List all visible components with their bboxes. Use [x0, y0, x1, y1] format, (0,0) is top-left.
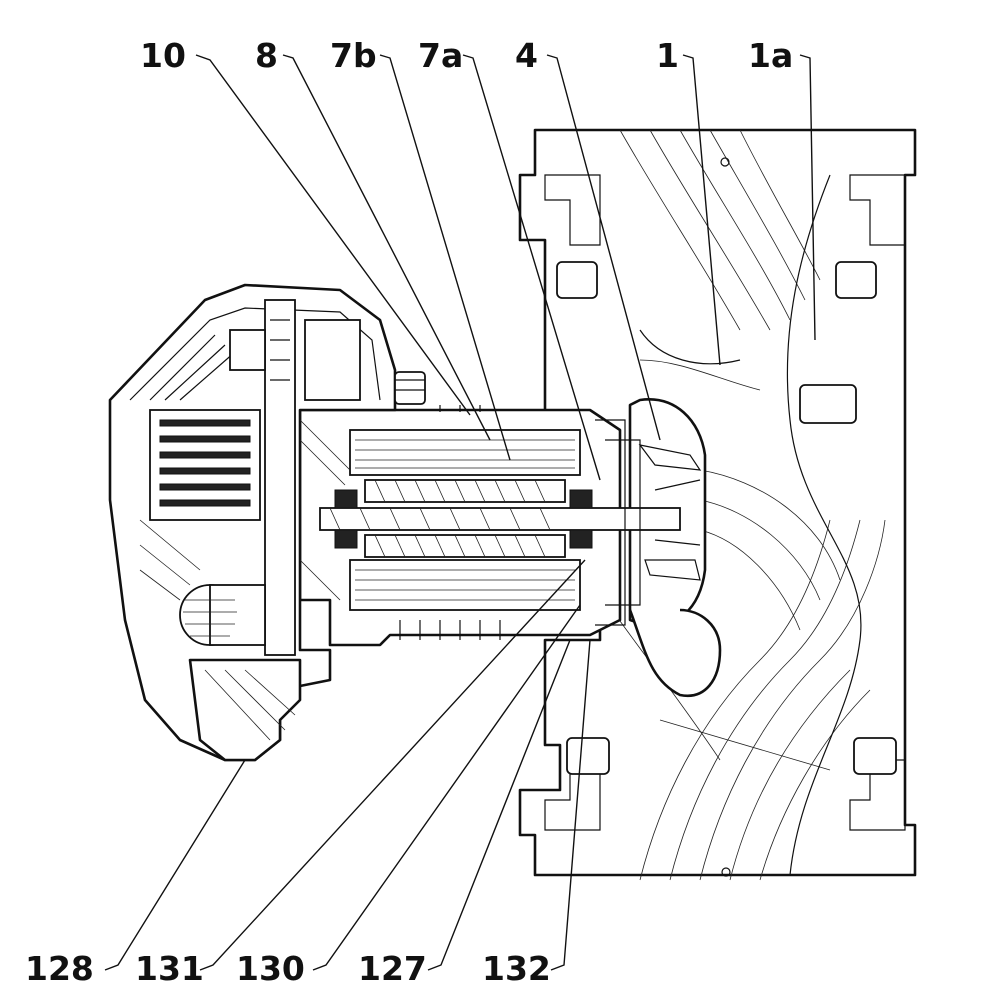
numeral-130: 130: [236, 949, 305, 988]
numeral-10: 10: [140, 36, 186, 75]
numeral-131: 131: [135, 949, 204, 988]
leader-lines: [104, 54, 816, 971]
numeral-4: 4: [515, 36, 538, 75]
numeral-128: 128: [25, 949, 94, 988]
numeral-7b: 7b: [330, 36, 377, 75]
numeral-132: 132: [482, 949, 551, 988]
pump-housing: [518, 128, 917, 881]
numeral-1: 1: [656, 36, 679, 75]
impeller: [628, 398, 722, 698]
numeral-7a: 7a: [418, 36, 463, 75]
numeral-1a: 1a: [748, 36, 793, 75]
electronics-housing: [108, 283, 426, 762]
reference-numerals-top: 10 8 7b 7a 4 1 1a: [140, 36, 793, 75]
numeral-127: 127: [358, 949, 427, 988]
numeral-8: 8: [255, 36, 278, 75]
reference-numerals-bottom: 128 131 130 127 132: [25, 949, 551, 988]
motor-unit: [298, 405, 681, 647]
